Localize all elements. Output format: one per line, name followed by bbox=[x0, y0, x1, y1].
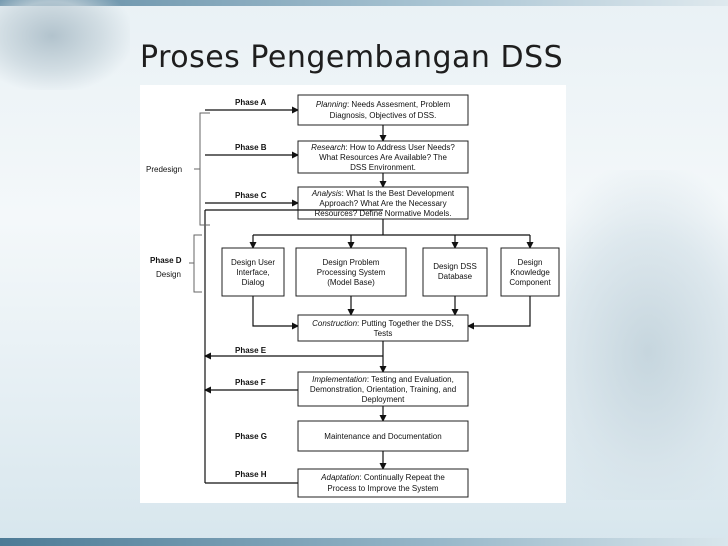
analysis-box bbox=[297, 186, 469, 220]
implementation-text: Implementation: Testing and Evaluation, bbox=[312, 375, 454, 384]
design-pps-box bbox=[295, 247, 407, 297]
design-ui-text-line3: Dialog bbox=[242, 278, 265, 287]
phase-d-label: Phase D bbox=[150, 256, 182, 265]
implementation-box bbox=[297, 371, 469, 407]
design-pps-text-line2: Processing System bbox=[317, 268, 386, 277]
planning-text: Planning: Needs Assesment, Problem bbox=[316, 100, 451, 109]
design-pps-text-line3: (Model Base) bbox=[327, 278, 375, 287]
planning-text-line2: Diagnosis, Objectives of DSS. bbox=[330, 111, 437, 120]
design-ui-text-line2: Interface, bbox=[236, 268, 269, 277]
research-text-line2: What Resources Are Available? The bbox=[319, 153, 447, 162]
slide-title: Proses Pengembangan DSS bbox=[140, 40, 564, 75]
phase-c-label: Phase C bbox=[235, 191, 267, 200]
maintenance-box bbox=[297, 420, 469, 452]
phase-b-label: Phase B bbox=[235, 143, 267, 152]
research-text-line3: DSS Environment. bbox=[350, 163, 416, 172]
research-text: Research: How to Address User Needs? bbox=[311, 143, 455, 152]
design-kc-text-line3: Component bbox=[509, 278, 551, 287]
research-box bbox=[297, 140, 469, 174]
implementation-text-line2: Demonstration, Orientation, Training, an… bbox=[310, 385, 456, 394]
adaptation-box bbox=[297, 468, 469, 498]
construction-box bbox=[297, 314, 469, 342]
design-ui-text-line1: Design User bbox=[231, 258, 275, 267]
design-kc-text-line2: Knowledge bbox=[510, 268, 550, 277]
design-ui-box bbox=[221, 247, 285, 297]
analysis-text-line3: Resources? Define Normative Models. bbox=[315, 209, 452, 218]
predesign-label: Predesign bbox=[146, 165, 182, 174]
converge-kc bbox=[467, 296, 531, 330]
phase-f-label: Phase F bbox=[235, 378, 266, 387]
diagram-panel: Phase A Planning: Needs Assesment, Probl… bbox=[140, 85, 566, 503]
maintenance-text: Maintenance and Documentation bbox=[324, 432, 441, 441]
planning-box bbox=[297, 94, 469, 126]
analysis-text: Analysis: What Is the Best Development bbox=[311, 189, 455, 198]
implementation-text-line3: Deployment bbox=[362, 395, 405, 404]
phase-g-label: Phase G bbox=[235, 432, 267, 441]
converge-ui bbox=[252, 296, 299, 330]
top-decorative-band bbox=[0, 0, 728, 6]
dss-development-flowchart: Phase A Planning: Needs Assesment, Probl… bbox=[146, 94, 560, 498]
background-photo-business-people bbox=[0, 0, 130, 90]
construction-text: Construction: Putting Together the DSS, bbox=[312, 319, 454, 328]
design-kc-text-line1: Design bbox=[518, 258, 543, 267]
phase-e-label: Phase E bbox=[235, 346, 267, 355]
design-label: Design bbox=[156, 270, 181, 279]
predesign-brace bbox=[194, 112, 210, 226]
design-db-text-line2: Database bbox=[438, 272, 473, 281]
design-pps-text-line1: Design Problem bbox=[323, 258, 380, 267]
construction-text-line2: Tests bbox=[374, 329, 393, 338]
design-db-box bbox=[422, 247, 488, 297]
adaptation-text-line2: Process to Improve the System bbox=[327, 484, 438, 493]
analysis-text-line2: Approach? What Are the Necessary bbox=[319, 199, 446, 208]
design-brace bbox=[189, 234, 202, 293]
design-kc-box bbox=[500, 247, 560, 297]
adaptation-text: Adaptation: Continually Repeat the bbox=[320, 473, 445, 482]
bottom-decorative-band bbox=[0, 538, 728, 546]
phase-h-label: Phase H bbox=[235, 470, 267, 479]
design-db-text-line1: Design DSS bbox=[433, 262, 477, 271]
phase-a-label: Phase A bbox=[235, 98, 266, 107]
